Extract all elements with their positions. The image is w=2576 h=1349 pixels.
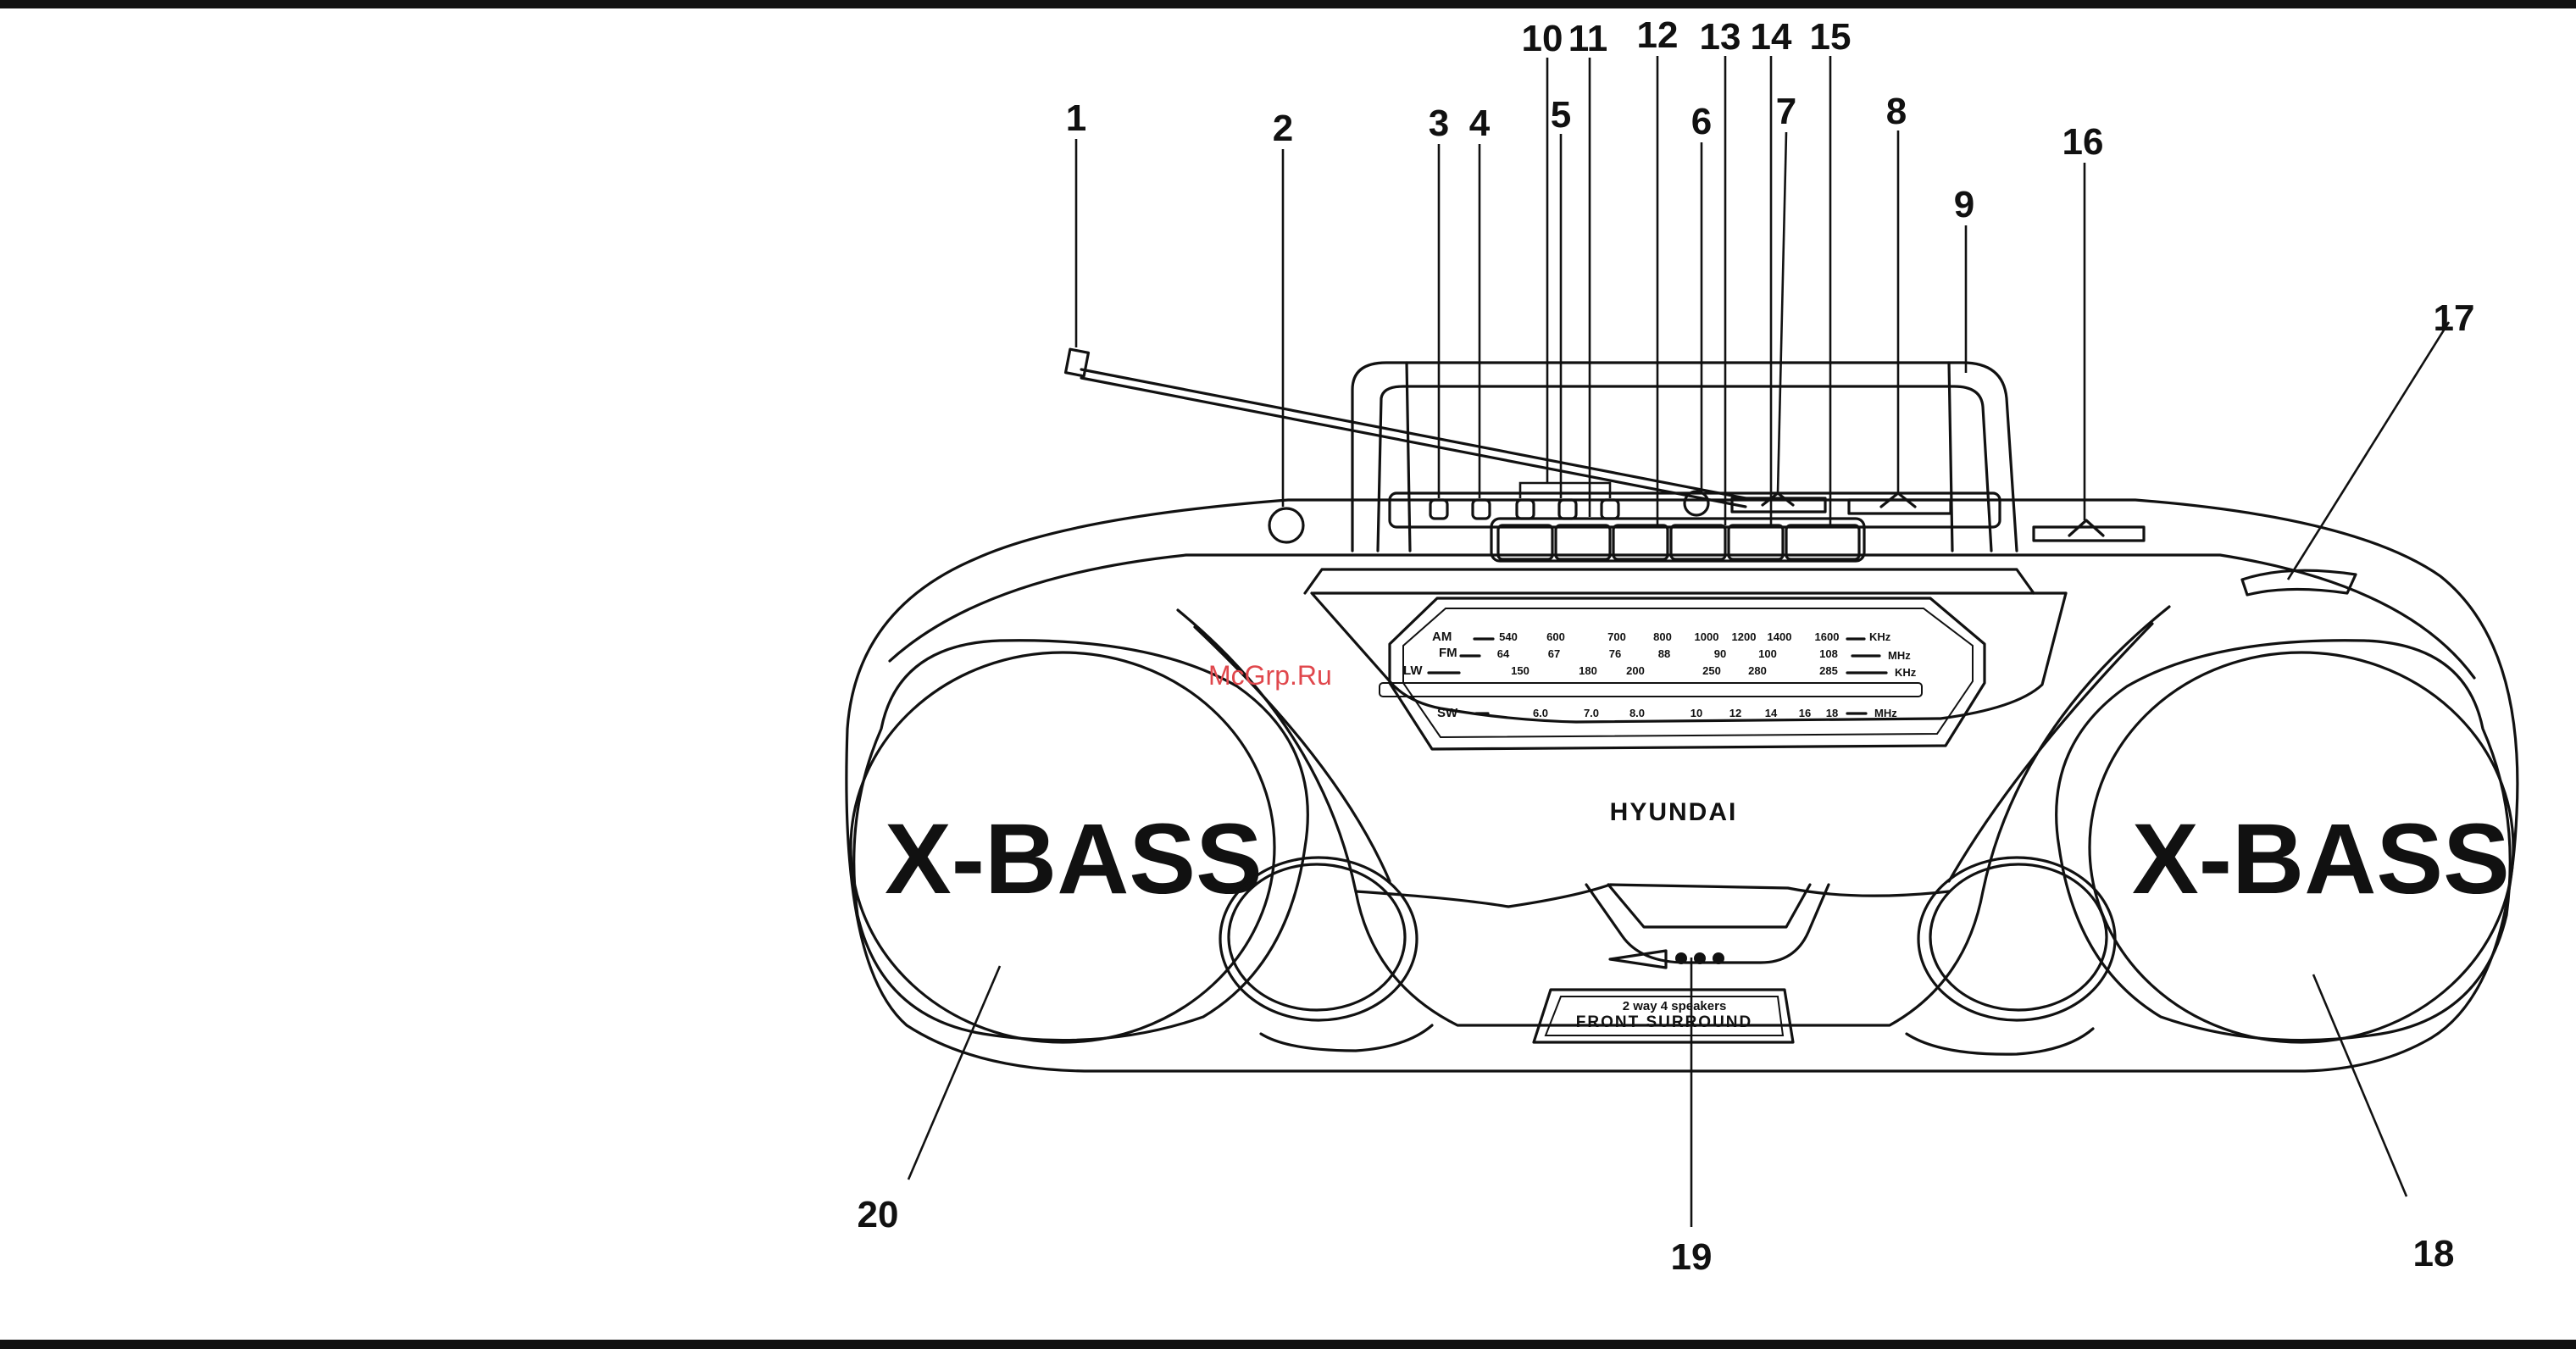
callout-17: 17 bbox=[2434, 297, 2475, 339]
side-knob-17[interactable] bbox=[2242, 570, 2356, 595]
dial-lw-value: 150 bbox=[1511, 664, 1530, 677]
callout-13: 13 bbox=[1700, 16, 1741, 58]
callout-7: 7 bbox=[1776, 91, 1796, 132]
dial-sw-value: 10 bbox=[1690, 707, 1702, 719]
dial-lw-value: 280 bbox=[1748, 664, 1767, 677]
dial-sw-label: SW bbox=[1437, 706, 1458, 720]
control-deck bbox=[1269, 491, 2356, 595]
dial-lw-value: 200 bbox=[1626, 664, 1645, 677]
dial-am-value: 600 bbox=[1546, 630, 1565, 643]
slider-16[interactable] bbox=[2034, 527, 2144, 541]
dial-sw-value: 6.0 bbox=[1533, 707, 1548, 719]
left-xbass-label: X-BASS bbox=[885, 803, 1263, 915]
callout-16: 16 bbox=[2062, 121, 2104, 163]
badge-line-2: FRONT SURROUND bbox=[1576, 1013, 1753, 1031]
knob-6[interactable] bbox=[1685, 491, 1708, 515]
dial-sw-value: 7.0 bbox=[1584, 707, 1599, 719]
callout-6: 6 bbox=[1691, 101, 1712, 142]
dial-lw-value: 285 bbox=[1819, 664, 1838, 677]
right-tweeter bbox=[1907, 858, 2115, 1054]
callout-2: 2 bbox=[1273, 108, 1293, 149]
dial-fm-value: 108 bbox=[1819, 647, 1838, 660]
center-lower-panel bbox=[1356, 885, 1949, 907]
dial-sw-value: 14 bbox=[1765, 707, 1778, 719]
dial-am-unit: KHz bbox=[1869, 630, 1891, 643]
callout-11: 11 bbox=[1568, 18, 1608, 59]
headphone-jack[interactable] bbox=[1269, 508, 1303, 542]
callout-14: 14 bbox=[1751, 16, 1792, 58]
callout-20: 20 bbox=[858, 1194, 899, 1235]
dial-fm-label: FM bbox=[1439, 646, 1457, 660]
dial-sw-unit: MHz bbox=[1874, 707, 1897, 719]
callout-10: 10 bbox=[1522, 18, 1563, 59]
callout-15: 15 bbox=[1810, 16, 1852, 58]
left-tweeter bbox=[1220, 858, 1432, 1051]
dial-fm-value: 88 bbox=[1658, 647, 1670, 660]
callout-1: 1 bbox=[1066, 97, 1086, 139]
dial-fm-value: 67 bbox=[1548, 647, 1560, 660]
callout-4: 4 bbox=[1469, 103, 1491, 144]
dial-lw-value: 250 bbox=[1702, 664, 1721, 677]
dial-fm-value: 64 bbox=[1497, 647, 1510, 660]
dial-am-value: 1400 bbox=[1768, 630, 1792, 643]
bottom-border bbox=[0, 1340, 2576, 1349]
right-speaker: X-BASS bbox=[2057, 641, 2513, 1042]
callout-18: 18 bbox=[2413, 1233, 2455, 1274]
dial-sw-value: 16 bbox=[1799, 707, 1811, 719]
led-dot-2 bbox=[1694, 952, 1706, 964]
switch-10[interactable] bbox=[1559, 500, 1576, 519]
dial-sw-value: 8.0 bbox=[1629, 707, 1645, 719]
left-speaker: X-BASS bbox=[851, 641, 1307, 1042]
dial-lw-unit: KHz bbox=[1895, 666, 1917, 679]
dial-am-value: 1000 bbox=[1695, 630, 1719, 643]
dial-am-value: 700 bbox=[1607, 630, 1626, 643]
tuning-dial: AM FM LW SW 540 600 700 800 1000 1200 1400 1600… bbox=[1312, 593, 2066, 749]
switch-4[interactable] bbox=[1473, 500, 1490, 519]
callout-5: 5 bbox=[1551, 94, 1571, 136]
led-dot-3 bbox=[1713, 952, 1724, 964]
callout-9: 9 bbox=[1954, 184, 1974, 225]
badge-line-1: 2 way 4 speakers bbox=[1623, 999, 1727, 1013]
dial-am-value: 540 bbox=[1499, 630, 1518, 643]
right-xbass-label: X-BASS bbox=[2132, 803, 2510, 915]
dial-fm-unit: MHz bbox=[1888, 649, 1911, 662]
switch-11[interactable] bbox=[1602, 500, 1618, 519]
dial-fm-value: 100 bbox=[1758, 647, 1777, 660]
slider-8[interactable] bbox=[1849, 500, 1951, 514]
switch-3[interactable] bbox=[1430, 500, 1447, 519]
callout-8: 8 bbox=[1886, 91, 1907, 132]
watermark: McGrp.Ru bbox=[1208, 660, 1332, 691]
body-outline bbox=[847, 500, 2518, 1071]
dial-am-value: 800 bbox=[1653, 630, 1672, 643]
dial-fm-value: 76 bbox=[1609, 647, 1621, 660]
dial-fm-value: 90 bbox=[1714, 647, 1726, 660]
brand-logo: HYUNDAI bbox=[1610, 798, 1738, 826]
top-border bbox=[0, 0, 2576, 8]
dial-am-value: 1600 bbox=[1815, 630, 1840, 643]
switch-5[interactable] bbox=[1517, 500, 1534, 519]
callout-leaders bbox=[908, 56, 2449, 1227]
dial-sw-value: 18 bbox=[1826, 707, 1838, 719]
callout-19: 19 bbox=[1671, 1236, 1713, 1278]
dial-am-label: AM bbox=[1432, 630, 1452, 644]
dial-lw-value: 180 bbox=[1579, 664, 1597, 677]
callout-3: 3 bbox=[1429, 103, 1449, 144]
callout-12: 12 bbox=[1637, 14, 1679, 56]
boombox: AM FM LW SW 540 600 700 800 1000 1200 1400 1600… bbox=[847, 349, 2518, 1071]
dial-sw-value: 12 bbox=[1729, 707, 1741, 719]
carry-handle bbox=[1352, 363, 2017, 551]
dial-am-value: 1200 bbox=[1732, 630, 1757, 643]
led-dot-1 bbox=[1675, 952, 1687, 964]
dial-lw-label: LW bbox=[1403, 663, 1423, 678]
